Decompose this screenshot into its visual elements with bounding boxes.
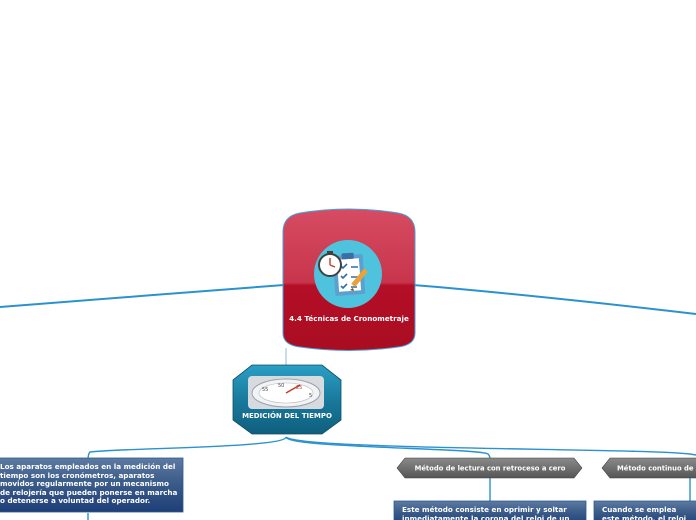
method-continuo-node[interactable]: Método continuo de lectura [601, 457, 696, 479]
note-continuo-bg [593, 500, 696, 520]
subtopic-medicion[interactable]: 55 50 25 5 MEDICIÓN DEL TIEMPO [232, 364, 342, 435]
note-cronometros-text: Los aparatos empleados en la medición de… [0, 462, 178, 506]
method-retroceso-label: Método de lectura con retroceso a cero [415, 465, 566, 473]
note-cronometros-bg [0, 457, 184, 513]
connector-central-left [0, 284, 285, 308]
connectors [0, 284, 696, 520]
method-continuo-label: Método continuo de lectura [617, 465, 696, 473]
note-retroceso-text: Este método consiste en oprimir y soltar… [402, 506, 570, 520]
method-continuo-shape [601, 457, 696, 479]
stopwatch-image: 55 50 25 5 [248, 376, 324, 409]
note-retroceso[interactable]: Este método consiste en oprimir y soltar… [402, 506, 582, 520]
connector-central-right [412, 284, 696, 315]
note-cronometros[interactable]: Los aparatos empleados en la medición de… [0, 462, 181, 510]
method-retroceso-shape [396, 457, 583, 479]
subtopic-title: MEDICIÓN DEL TIEMPO [242, 411, 332, 420]
svg-text:55: 55 [262, 387, 268, 393]
central-topic[interactable]: 4.4 Técnicas de Cronometraje [282, 208, 416, 351]
central-topic-title: 4.4 Técnicas de Cronometraje [289, 314, 409, 323]
method-retroceso-node[interactable]: Método de lectura con retroceso a cero [396, 457, 583, 479]
stopwatch-clipboard-icon [314, 240, 382, 308]
svg-text:25: 25 [296, 385, 302, 391]
svg-text:50: 50 [278, 383, 284, 389]
connector-subtopic-notes-left [87, 436, 287, 461]
note-continuo-text: Cuando se emplea este método, el reloj s… [602, 506, 687, 520]
note-retroceso-bg [393, 500, 587, 520]
svg-text:5: 5 [309, 393, 312, 399]
note-continuo[interactable]: Cuando se emplea este método, el reloj s… [602, 506, 696, 520]
connector-subtopic-method-continuo [285, 436, 696, 456]
connector-subtopic-method-retroceso [285, 436, 491, 460]
